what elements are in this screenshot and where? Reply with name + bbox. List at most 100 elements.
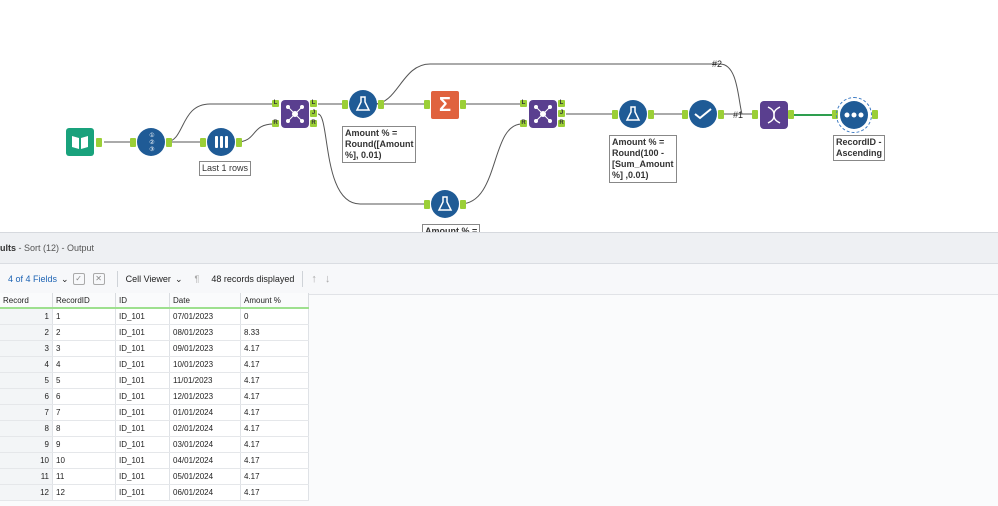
recordid-cell[interactable]: 8 <box>52 420 116 437</box>
amount-cell[interactable]: 4.17 <box>240 340 309 357</box>
amount-cell[interactable]: 4.17 <box>240 420 309 437</box>
id-cell[interactable]: ID_101 <box>115 404 170 421</box>
input-anchor[interactable] <box>424 100 430 109</box>
id-cell[interactable]: ID_101 <box>115 388 170 405</box>
output-anchor[interactable] <box>460 200 466 209</box>
record-cell[interactable]: 4 <box>0 356 53 373</box>
formula-tool[interactable] <box>619 100 647 128</box>
right-output-anchor[interactable]: R <box>558 120 565 127</box>
id-cell[interactable]: ID_101 <box>115 468 170 485</box>
column-header-date[interactable]: Date <box>169 293 241 309</box>
record-cell[interactable]: 12 <box>0 484 53 501</box>
id-cell[interactable]: ID_101 <box>115 420 170 437</box>
input-anchor[interactable] <box>424 200 430 209</box>
date-cell[interactable]: 06/01/2024 <box>169 484 241 501</box>
amount-cell[interactable]: 4.17 <box>240 404 309 421</box>
date-cell[interactable]: 05/01/2024 <box>169 468 241 485</box>
date-cell[interactable]: 08/01/2023 <box>169 324 241 341</box>
output-anchor[interactable] <box>718 110 724 119</box>
recordid-cell[interactable]: 1 <box>52 308 116 325</box>
recordid-cell[interactable]: 2 <box>52 324 116 341</box>
amount-cell[interactable]: 4.17 <box>240 372 309 389</box>
input-anchor[interactable] <box>752 110 758 119</box>
id-cell[interactable]: ID_101 <box>115 372 170 389</box>
input-anchor[interactable] <box>130 138 136 147</box>
record-cell[interactable]: 9 <box>0 436 53 453</box>
pilcrow-icon[interactable]: ¶ <box>194 274 200 284</box>
join-output-anchor[interactable]: J <box>558 110 565 117</box>
input-data-tool[interactable] <box>66 128 94 156</box>
input-anchor[interactable] <box>612 110 618 119</box>
recordid-cell[interactable]: 12 <box>52 484 116 501</box>
amount-cell[interactable]: 4.17 <box>240 484 309 501</box>
union-tool[interactable] <box>760 101 788 129</box>
recordid-cell[interactable]: 5 <box>52 372 116 389</box>
workflow-canvas[interactable]: ①②③ Last 1 rows L R L J R Amount % = Rou… <box>0 0 998 232</box>
join-output-anchor[interactable]: J <box>310 110 317 117</box>
column-header-amount[interactable]: Amount % <box>240 293 309 309</box>
left-input-anchor[interactable]: L <box>520 100 527 107</box>
record-cell[interactable]: 11 <box>0 468 53 485</box>
recordid-cell[interactable]: 10 <box>52 452 116 469</box>
id-cell[interactable]: ID_101 <box>115 308 170 325</box>
output-anchor[interactable] <box>96 138 102 147</box>
arrow-down-icon[interactable]: ↓ <box>324 273 331 285</box>
cell-viewer-dropdown[interactable]: Cell Viewer ⌄ <box>126 274 183 285</box>
input-anchor[interactable] <box>832 110 838 119</box>
recordid-cell[interactable]: 11 <box>52 468 116 485</box>
right-input-anchor[interactable]: R <box>272 120 279 127</box>
id-cell[interactable]: ID_101 <box>115 340 170 357</box>
date-cell[interactable]: 01/01/2024 <box>169 404 241 421</box>
column-header-recordid[interactable]: RecordID <box>52 293 116 309</box>
amount-cell[interactable]: 8.33 <box>240 324 309 341</box>
left-output-anchor[interactable]: L <box>558 100 565 107</box>
date-cell[interactable]: 12/01/2023 <box>169 388 241 405</box>
fields-dropdown[interactable]: 4 of 4 Fields ⌄ <box>8 274 69 285</box>
record-id-tool[interactable]: ①②③ <box>137 128 165 156</box>
id-cell[interactable]: ID_101 <box>115 452 170 469</box>
clear-filter-icon[interactable]: ✕ <box>92 273 105 285</box>
input-anchor[interactable] <box>200 138 206 147</box>
date-cell[interactable]: 07/01/2023 <box>169 308 241 325</box>
record-cell[interactable]: 7 <box>0 404 53 421</box>
recordid-cell[interactable]: 4 <box>52 356 116 373</box>
date-cell[interactable]: 03/01/2024 <box>169 436 241 453</box>
formula-tool[interactable] <box>431 190 459 218</box>
record-cell[interactable]: 6 <box>0 388 53 405</box>
amount-cell[interactable]: 0 <box>240 308 309 325</box>
date-cell[interactable]: 10/01/2023 <box>169 356 241 373</box>
record-cell[interactable]: 1 <box>0 308 53 325</box>
left-input-anchor[interactable]: L <box>272 100 279 107</box>
record-cell[interactable]: 3 <box>0 340 53 357</box>
recordid-cell[interactable]: 9 <box>52 436 116 453</box>
recordid-cell[interactable]: 6 <box>52 388 116 405</box>
column-header-record[interactable]: Record <box>0 293 53 309</box>
id-cell[interactable]: ID_101 <box>115 356 170 373</box>
output-anchor[interactable] <box>788 110 794 119</box>
output-anchor[interactable] <box>648 110 654 119</box>
id-cell[interactable]: ID_101 <box>115 436 170 453</box>
date-cell[interactable]: 11/01/2023 <box>169 372 241 389</box>
id-cell[interactable]: ID_101 <box>115 324 170 341</box>
amount-cell[interactable]: 4.17 <box>240 356 309 373</box>
date-cell[interactable]: 04/01/2024 <box>169 452 241 469</box>
input-anchor[interactable] <box>682 110 688 119</box>
output-anchor[interactable] <box>872 110 878 119</box>
date-cell[interactable]: 09/01/2023 <box>169 340 241 357</box>
record-cell[interactable]: 5 <box>0 372 53 389</box>
sort-tool[interactable] <box>836 97 872 133</box>
output-anchor[interactable] <box>166 138 172 147</box>
record-cell[interactable]: 8 <box>0 420 53 437</box>
right-output-anchor[interactable]: R <box>310 120 317 127</box>
sample-tool[interactable] <box>207 128 235 156</box>
column-header-id[interactable]: ID <box>115 293 170 309</box>
formula-tool[interactable] <box>349 90 377 118</box>
